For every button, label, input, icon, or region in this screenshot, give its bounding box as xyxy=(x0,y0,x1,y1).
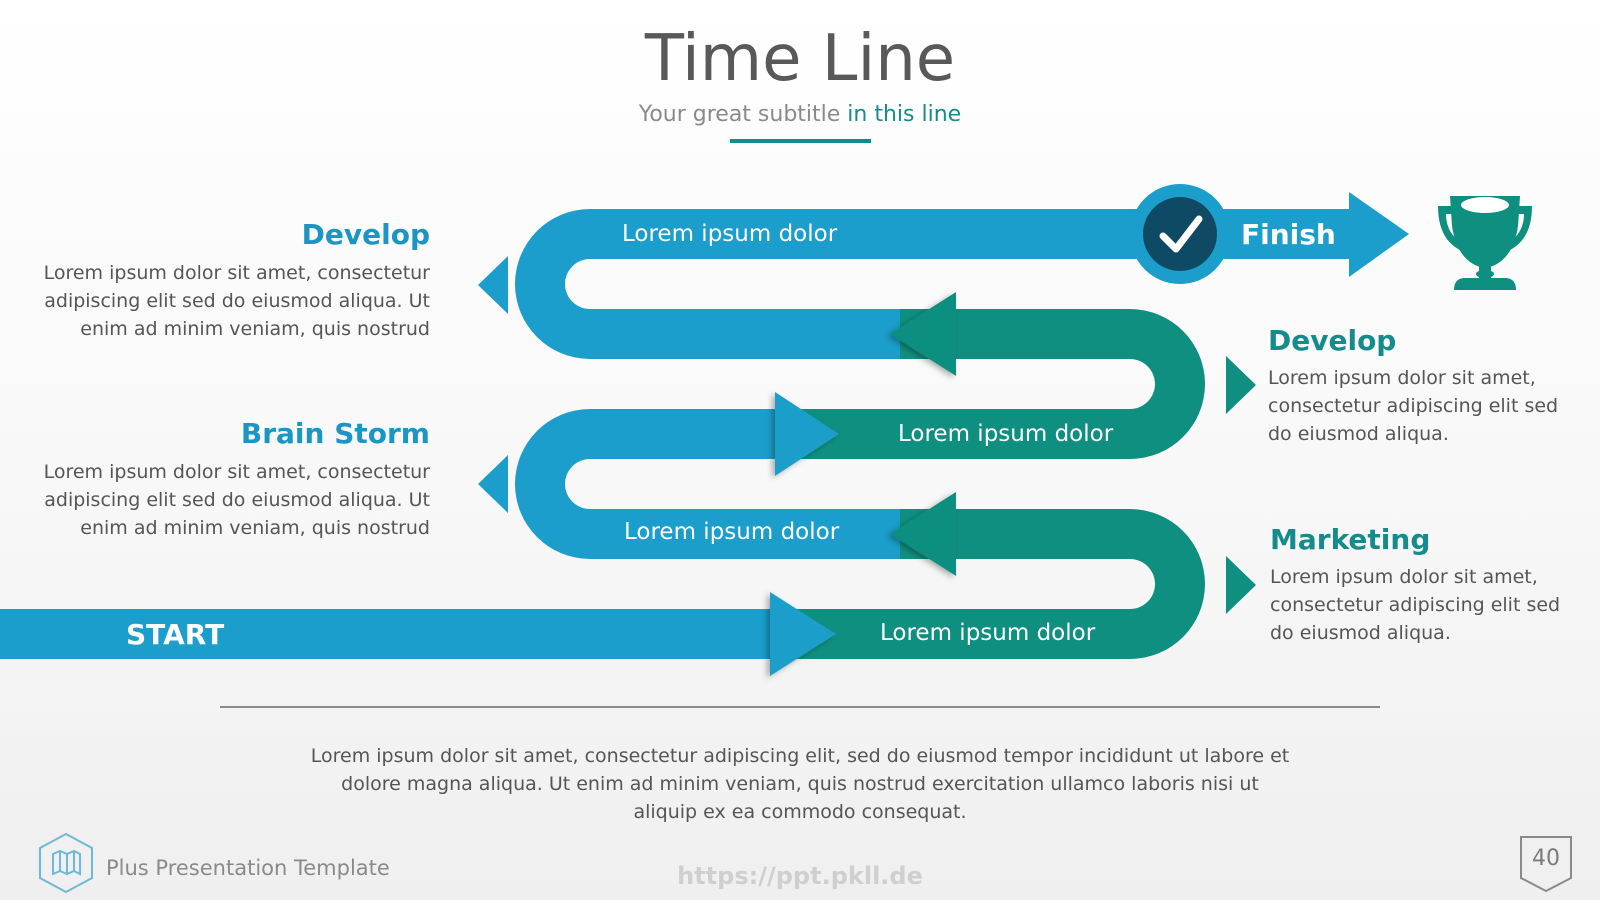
start-label: START xyxy=(126,618,225,651)
brand-name: Plus Presentation Template xyxy=(106,856,390,880)
check-icon xyxy=(1159,215,1203,253)
footer-divider xyxy=(220,706,1380,708)
road-label-2: Lorem ipsum dolor xyxy=(898,421,1114,447)
road-arrow-right-1 xyxy=(775,392,839,476)
finish-arrow xyxy=(1349,192,1409,277)
road-label-4: Lorem ipsum dolor xyxy=(880,620,1096,646)
trophy-icon xyxy=(1438,196,1532,290)
pointer-left-2 xyxy=(478,455,508,513)
source-url[interactable]: https://ppt.pkll.de xyxy=(677,862,923,890)
road-label-1: Lorem ipsum dolor xyxy=(622,221,838,247)
pointer-right-1 xyxy=(1226,356,1256,414)
page-subtitle: Your great subtitle in this line xyxy=(0,102,1600,127)
pointer-right-2 xyxy=(1226,556,1256,614)
pointer-left-1 xyxy=(478,256,508,314)
road-start-bar xyxy=(0,609,790,659)
road-segment-3 xyxy=(515,409,960,559)
page-number-badge xyxy=(1520,836,1572,892)
map-icon xyxy=(39,832,93,894)
subtitle-text: Your great subtitle xyxy=(638,102,848,127)
title-underline xyxy=(730,139,871,143)
subtitle-highlight: in this line xyxy=(847,102,962,127)
left-text-develop: Lorem ipsum dolor sit amet, consectetur … xyxy=(43,262,430,340)
right-heading-develop: Develop xyxy=(1268,324,1397,357)
road-arrow-left-1 xyxy=(890,292,956,376)
road-segment-2 xyxy=(790,309,1205,459)
road-arrow-left-2 xyxy=(890,492,956,576)
road-segment-top xyxy=(515,209,1150,359)
right-heading-marketing: Marketing xyxy=(1270,523,1431,556)
check-circle-inner xyxy=(1143,197,1217,271)
road-label-3: Lorem ipsum dolor xyxy=(624,519,840,545)
right-text-marketing: Lorem ipsum dolor sit amet, consectetur … xyxy=(1270,566,1561,644)
footer-description: Lorem ipsum dolor sit amet, consectetur … xyxy=(310,745,1290,823)
right-text-develop: Lorem ipsum dolor sit amet, consectetur … xyxy=(1268,367,1559,445)
page-number: 40 xyxy=(1532,846,1560,871)
left-heading-brainstorm: Brain Storm xyxy=(240,417,430,450)
left-heading-develop: Develop xyxy=(301,218,430,251)
road-arrow-right-2 xyxy=(770,592,836,676)
road-segment-4 xyxy=(790,509,1205,659)
finish-label: Finish xyxy=(1241,218,1336,251)
page-title: Time Line xyxy=(644,22,956,96)
left-text-brainstorm: Lorem ipsum dolor sit amet, consectetur … xyxy=(43,461,430,539)
